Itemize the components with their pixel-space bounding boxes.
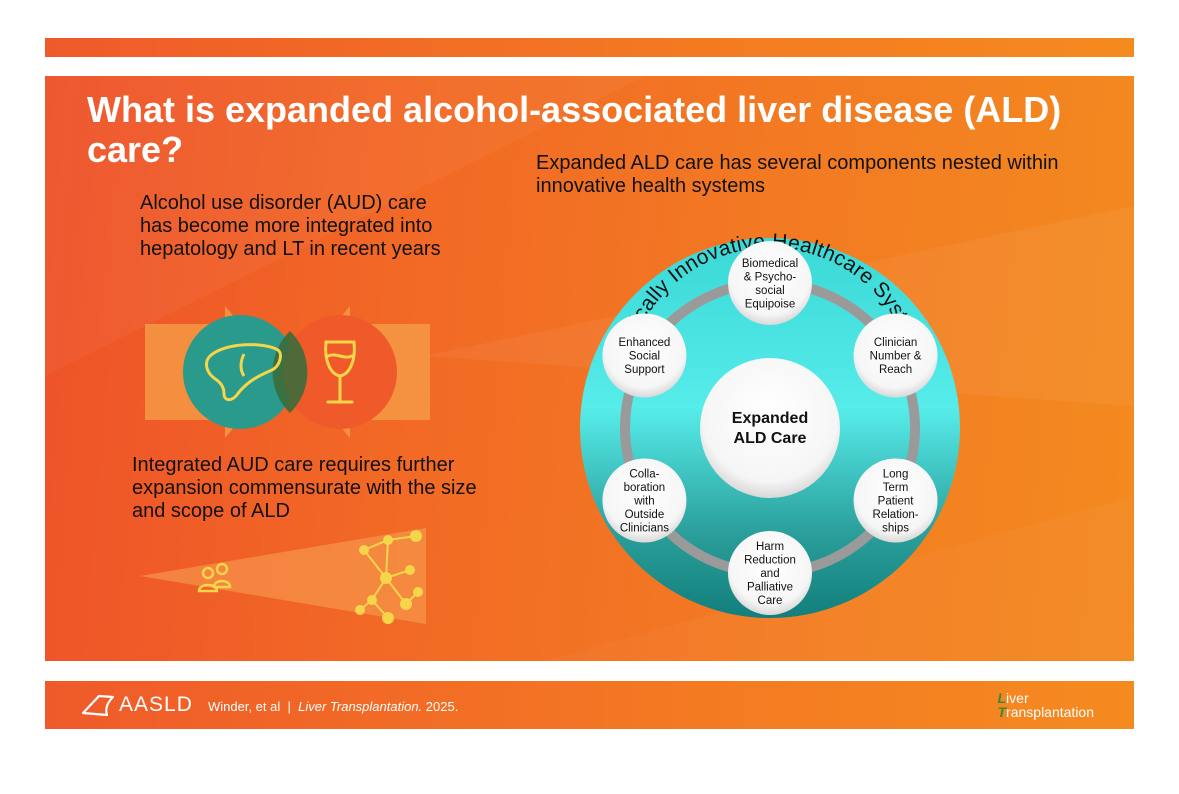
- expansion-graphic: [140, 528, 426, 624]
- component-node-circle: [853, 458, 938, 543]
- expanded-ald-care-diagram: Clinically Innovative Healthcare Systems…: [580, 230, 960, 618]
- component-node-circle: [602, 313, 687, 398]
- citation-separator: |: [287, 699, 291, 714]
- component-node-label-line: Clinicians: [620, 523, 669, 535]
- logo-line1-cap: L: [997, 690, 1007, 706]
- logo-line2-cap: T: [997, 704, 1007, 720]
- component-node-label-line: Care: [758, 595, 783, 607]
- glass-circle: [283, 315, 397, 429]
- component-node-label-line: Reduction: [744, 555, 796, 567]
- component-node-label-line: Enhanced: [619, 337, 671, 349]
- center-label-line: Expanded: [732, 410, 808, 427]
- logo-line2-rest: ransplantation: [1006, 704, 1094, 720]
- component-node-label-line: Clinician: [874, 337, 917, 349]
- component-node-circle: [602, 458, 687, 543]
- component-node-label-line: Equipoise: [745, 298, 796, 310]
- liver-glass-graphic: [145, 306, 430, 438]
- component-node-label-line: Support: [624, 364, 665, 376]
- expanded-care-intro: Expanded ALD care has several components…: [536, 152, 1059, 197]
- component-node-circle: [853, 313, 938, 398]
- citation-year: 2025.: [425, 699, 459, 714]
- citation-authors: Winder, et al: [208, 699, 281, 714]
- aasld-wordmark: AASLD: [119, 693, 193, 716]
- component-node-label-line: Number &: [870, 351, 922, 363]
- center-node: [700, 358, 840, 498]
- component-node-label-line: Outside: [625, 509, 665, 521]
- main-panel: What is expanded alcohol-associated live…: [45, 76, 1134, 661]
- component-node-circle: [728, 531, 812, 615]
- liver-icon: [205, 343, 282, 402]
- component-node-label-line: Long: [883, 469, 909, 481]
- component-node-label-line: Biomedical: [742, 258, 798, 270]
- component-node-label-line: Social: [629, 351, 660, 363]
- people-icon: [197, 562, 232, 593]
- top-accent-bar: [45, 38, 1134, 57]
- page-title: What is expanded alcohol-associated live…: [87, 89, 1062, 170]
- component-node-label-line: Relation-: [873, 509, 919, 521]
- aasld-logo-icon: [81, 694, 115, 717]
- component-node-label-line: Harm: [756, 541, 784, 553]
- component-node-label-line: boration: [624, 482, 666, 494]
- component-node-label-line: Reach: [879, 364, 912, 376]
- wine-glass-icon: [324, 340, 356, 404]
- liver-circle: [183, 315, 297, 429]
- logo-line1-rest: iver: [1006, 690, 1029, 706]
- component-node-circle: [728, 241, 812, 325]
- component-node-label-line: social: [755, 285, 784, 297]
- citation: Winder, et al | Liver Transplantation. 2…: [208, 699, 458, 715]
- expansion-beam: [140, 528, 426, 624]
- aud-expansion-text: Integrated AUD care requires further exp…: [132, 454, 477, 522]
- component-node-label-line: Colla-: [629, 469, 659, 481]
- component-node-label-line: Term: [883, 482, 909, 494]
- component-node-label-line: and: [760, 568, 779, 580]
- component-node-label-line: with: [633, 496, 654, 508]
- component-node-label-line: Palliative: [747, 582, 793, 594]
- center-label-line: ALD Care: [734, 430, 807, 447]
- network-icon: [355, 530, 423, 624]
- liver-transplantation-logo: Liver Transplantation: [997, 691, 1094, 719]
- component-node-label-line: ships: [882, 523, 909, 535]
- overlap-shape: [272, 331, 308, 413]
- citation-journal: Liver Transplantation.: [298, 699, 423, 714]
- component-node-label-line: & Psycho-: [744, 271, 797, 283]
- aud-integration-text: Alcohol use disorder (AUD) care has beco…: [140, 192, 441, 260]
- component-node-label-line: Patient: [878, 496, 915, 508]
- footer-bar: AASLD Winder, et al | Liver Transplantat…: [45, 681, 1134, 729]
